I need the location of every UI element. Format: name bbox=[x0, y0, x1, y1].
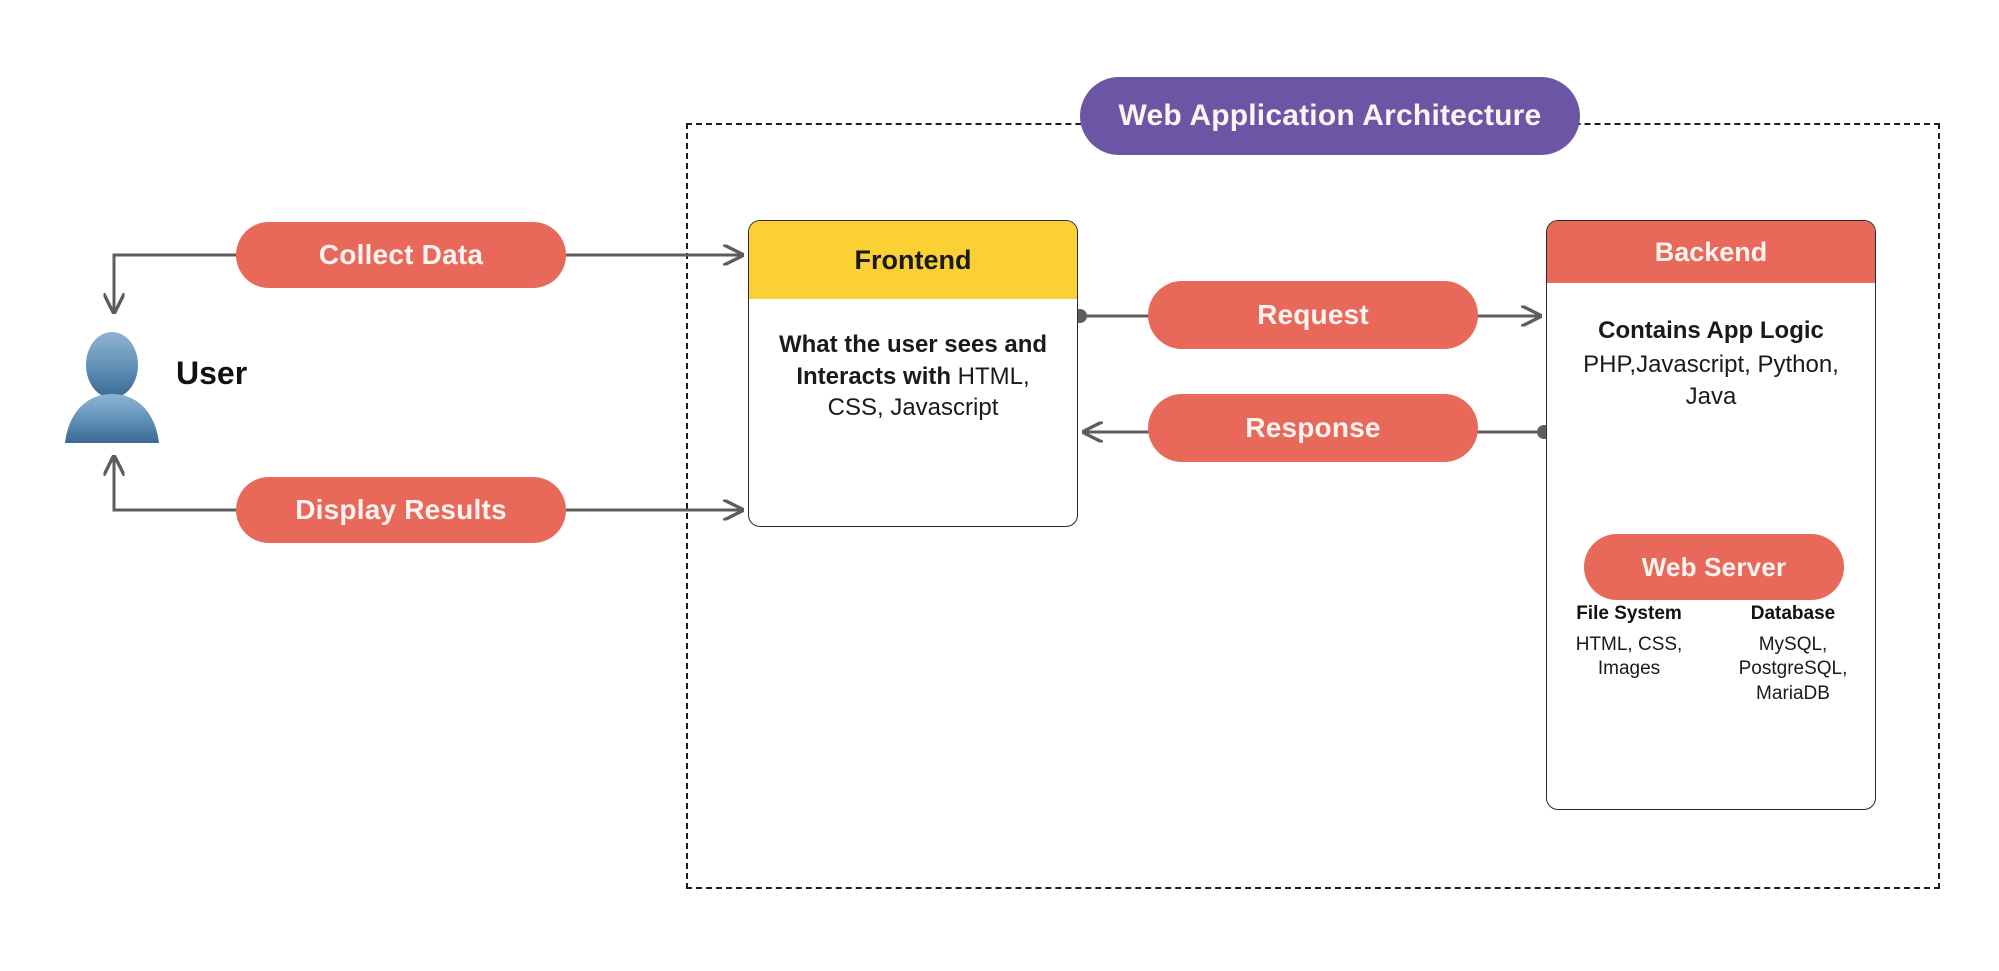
pill-web-server-label: Web Server bbox=[1641, 552, 1787, 582]
wire-display-to-user bbox=[114, 457, 236, 512]
architecture-title-label: Web Application Architecture bbox=[1118, 99, 1542, 132]
pill-request[interactable]: Request bbox=[1148, 281, 1478, 349]
pill-display-results[interactable]: Display Results bbox=[236, 477, 566, 543]
pill-display-results-label: Display Results bbox=[295, 494, 507, 525]
file-system-title: File System bbox=[1576, 603, 1682, 624]
backend-title: Backend bbox=[1547, 221, 1875, 283]
pill-response-label: Response bbox=[1245, 412, 1381, 443]
user-avatar-icon bbox=[62, 330, 162, 448]
backend-description-rest: PHP,Javascript, Python, Java bbox=[1583, 351, 1839, 411]
file-system-text: HTML, CSS, Images bbox=[1575, 634, 1683, 680]
frontend-card[interactable]: Frontend What the user sees and Interact… bbox=[748, 220, 1078, 527]
database-title: Database bbox=[1750, 603, 1836, 624]
database-text: MySQL, PostgreSQL, MariaDB bbox=[1738, 634, 1848, 704]
pill-response[interactable]: Response bbox=[1148, 394, 1478, 462]
pill-collect-data-label: Collect Data bbox=[318, 239, 484, 270]
architecture-title-badge: Web Application Architecture bbox=[1080, 77, 1580, 155]
backend-resources: File System HTML, CSS, Images Database M… bbox=[1547, 603, 1875, 706]
frontend-description-rest: HTML, CSS, Javascript bbox=[827, 362, 1030, 422]
backend-description-bold: Contains App Logic bbox=[1598, 317, 1824, 344]
frontend-description-bold: What the user sees and Interacts with bbox=[778, 331, 1048, 390]
wire-collect-to-user bbox=[114, 253, 236, 312]
frontend-title: Frontend bbox=[749, 221, 1077, 299]
backend-column-database: Database MySQL, PostgreSQL, MariaDB bbox=[1711, 603, 1875, 706]
user-label: User bbox=[176, 355, 248, 391]
frontend-description: What the user sees and Interacts with HT… bbox=[749, 299, 1077, 424]
backend-column-file-system: File System HTML, CSS, Images bbox=[1547, 603, 1711, 706]
pill-web-server[interactable]: Web Server bbox=[1584, 534, 1844, 600]
pill-collect-data[interactable]: Collect Data bbox=[236, 222, 566, 288]
pill-request-label: Request bbox=[1257, 299, 1369, 330]
